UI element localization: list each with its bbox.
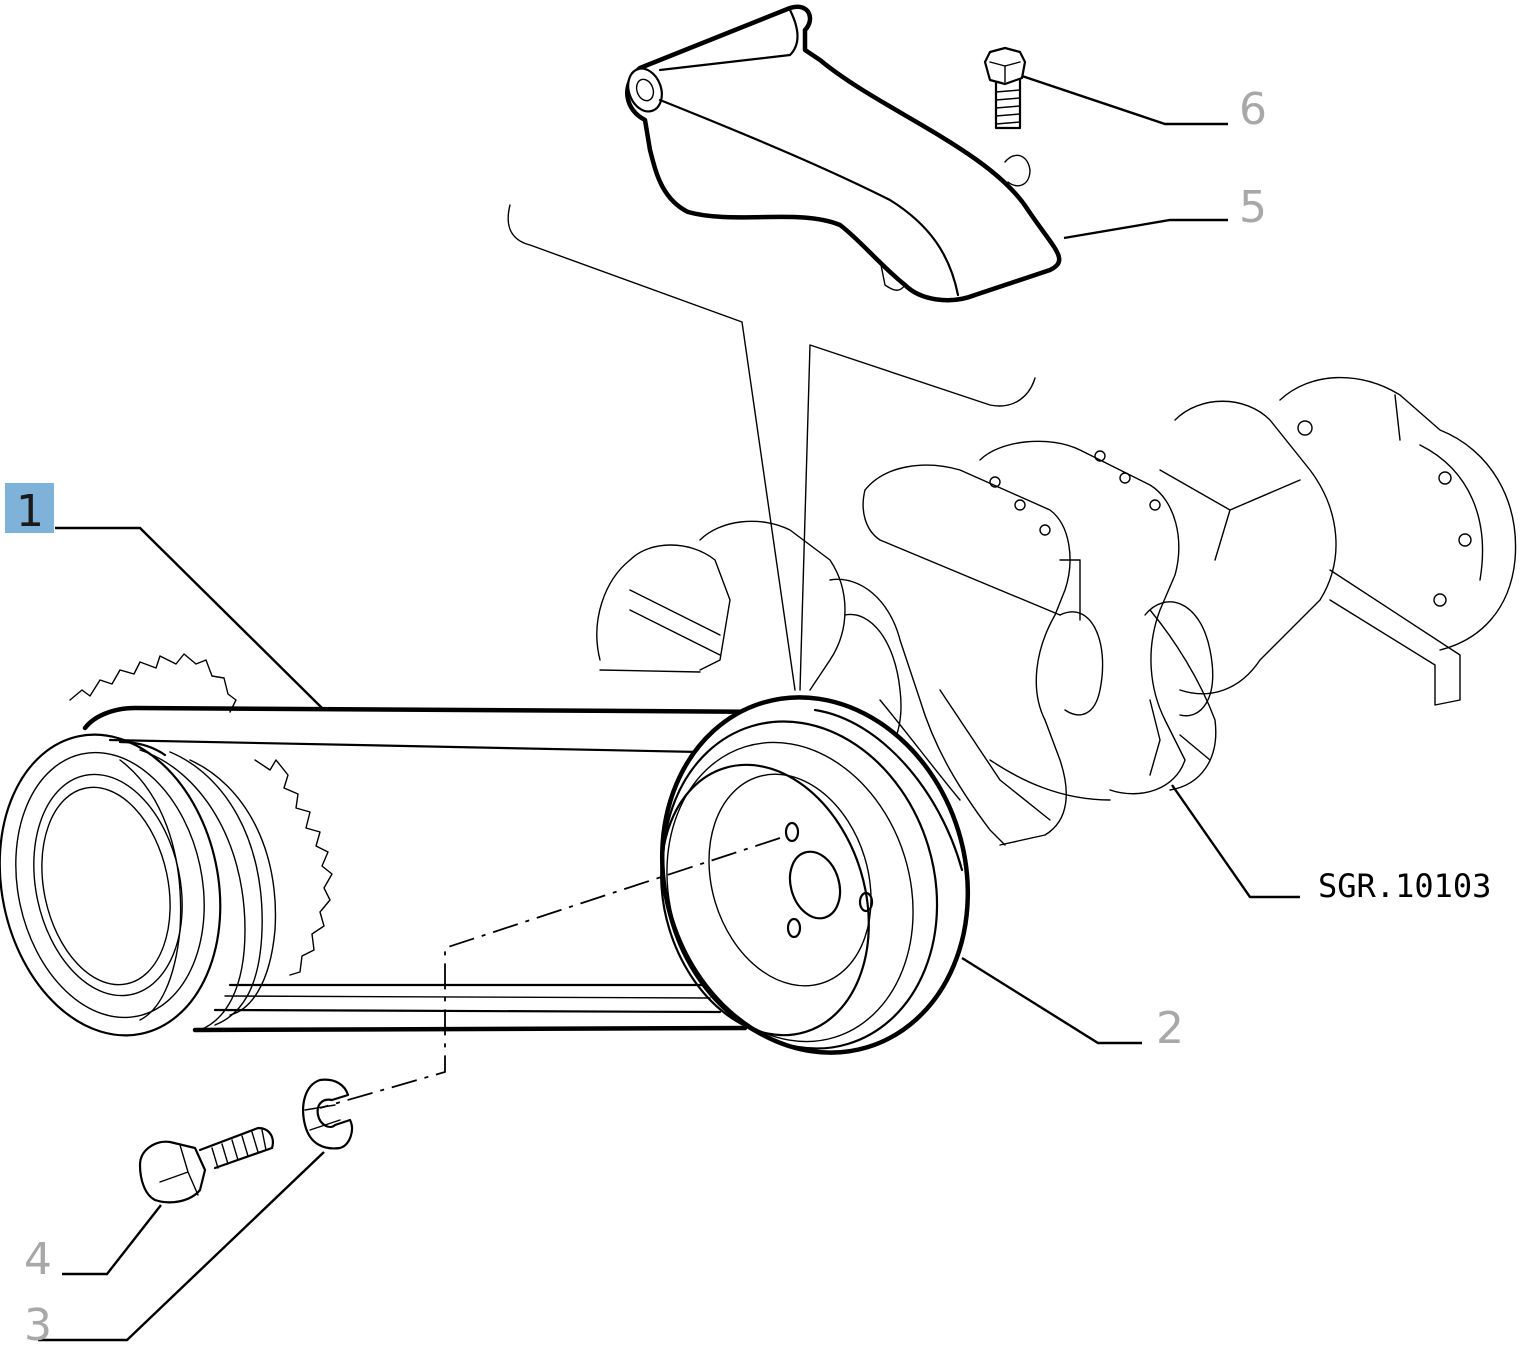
bolt-top-illustration	[983, 46, 1027, 130]
callout-5-label[interactable]: 5	[1239, 182, 1267, 233]
washer-illustration	[302, 1078, 354, 1150]
crankshaft-illustration	[596, 376, 1517, 846]
detail-pointer-lines	[507, 204, 1036, 691]
callout-1-highlight	[5, 483, 54, 533]
bolt-bottom-illustration	[138, 1126, 274, 1204]
drawing-code: SGR.10103	[1318, 867, 1491, 905]
callout-1[interactable]: 1	[5, 483, 54, 537]
timing-belt-illustration	[0, 653, 971, 1055]
callout-3-label[interactable]: 3	[24, 1300, 52, 1345]
callout-2-label[interactable]: 2	[1156, 1003, 1184, 1054]
bracket-illustration	[625, 4, 1062, 303]
callout-1-label: 1	[16, 486, 44, 537]
leader-lines	[38, 74, 1300, 1342]
callout-4-label[interactable]: 4	[24, 1234, 52, 1285]
callout-6-label[interactable]: 6	[1239, 84, 1267, 135]
assembly-axis-line	[319, 837, 781, 1109]
